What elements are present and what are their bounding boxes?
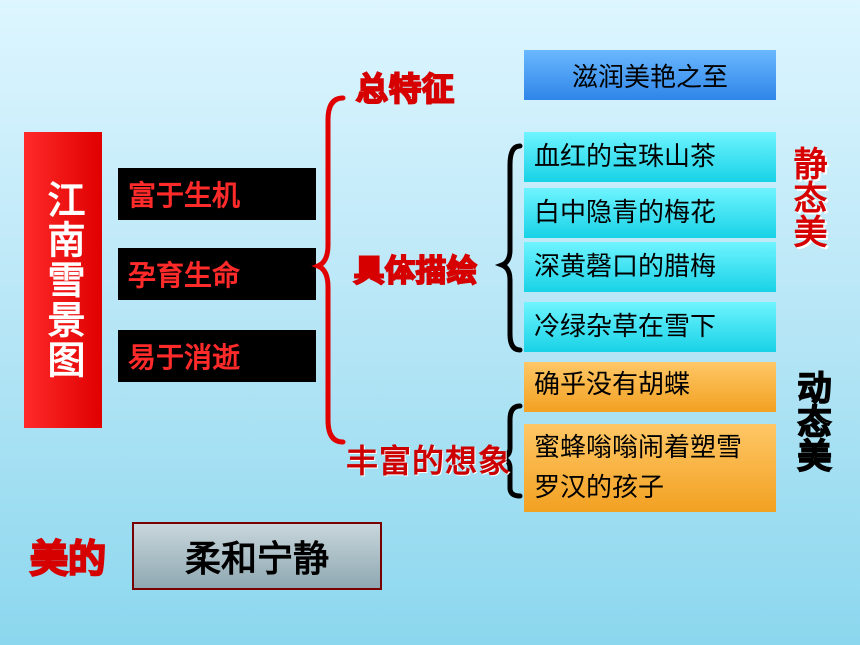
detail-item-4: 冷绿杂草在雪下 (524, 302, 776, 352)
detail-item-2: 白中隐青的梅花 (524, 188, 776, 238)
bottom-value-box: 柔和宁静 (132, 522, 382, 590)
imagination-item-1: 确乎没有胡蝶 (524, 362, 776, 412)
main-bracket (311, 95, 346, 445)
heading-overall: 总特征 (355, 69, 456, 109)
detail-item-3: 深黄磬口的腊梅 (524, 242, 776, 292)
feature-box-2: 孕育生命 (118, 248, 316, 300)
bottom-label: 美的 (29, 536, 107, 582)
overall-value-box: 滋润美艳之至 (524, 50, 776, 100)
imagination-item-2: 蜜蜂嗡嗡闹着塑雪罗汉的孩子 (524, 424, 776, 512)
side-label-static: 静态美 (787, 146, 827, 248)
feature-box-3: 易于消逝 (118, 330, 316, 382)
detail-bracket (494, 143, 523, 353)
heading-detail: 具体描绘 (353, 253, 478, 290)
main-title: 江南雪景图 (24, 132, 102, 428)
feature-box-1: 富于生机 (118, 168, 316, 220)
side-label-dynamic: 动态美 (790, 369, 832, 473)
detail-item-1: 血红的宝珠山茶 (524, 132, 776, 182)
heading-imagination: 丰富的想象 (346, 442, 512, 480)
imagination-bracket (501, 403, 523, 499)
